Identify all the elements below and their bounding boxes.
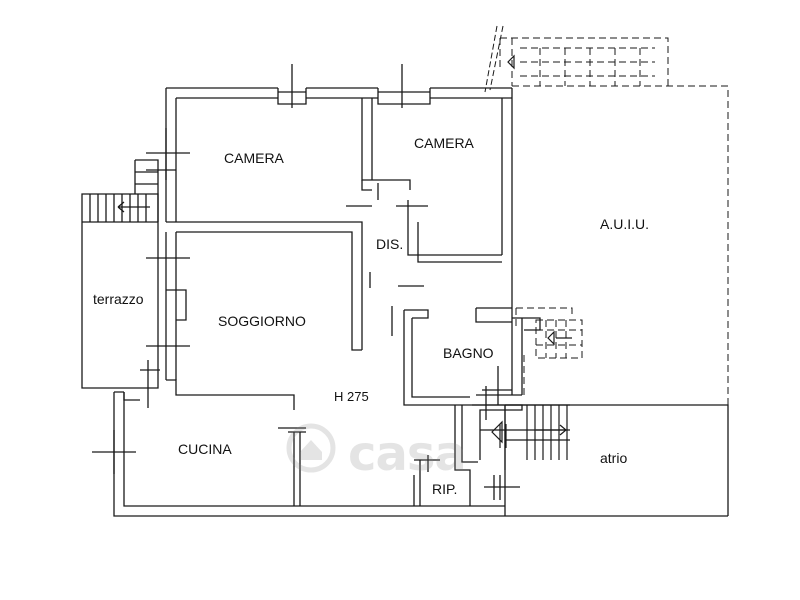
stairs bbox=[472, 54, 572, 470]
openings bbox=[92, 64, 520, 500]
watermark: casa bbox=[262, 422, 512, 492]
room-label-camera-right: CAMERA bbox=[414, 135, 474, 151]
watermark-text: casa bbox=[348, 426, 467, 482]
room-label-terrazzo: terrazzo bbox=[93, 291, 144, 307]
terrazzo-outline bbox=[81, 159, 159, 389]
room-label-camera-left: CAMERA bbox=[224, 150, 284, 166]
room-label-dis: DIS. bbox=[376, 236, 404, 252]
room-label-bagno: BAGNO bbox=[443, 345, 494, 361]
room-label-atrio: atrio bbox=[600, 450, 628, 466]
room-label-rip: RIP. bbox=[432, 481, 458, 497]
watermark-logo bbox=[286, 423, 336, 473]
room-label-cucina: CUCINA bbox=[178, 441, 232, 457]
stair-dash bbox=[484, 25, 504, 93]
auiu-dashed bbox=[499, 37, 729, 405]
room-label-soggiorno: SOGGIORNO bbox=[218, 313, 306, 329]
room-label-auiu: A.U.I.U. bbox=[600, 216, 650, 232]
ceiling-height-label: H 275 bbox=[334, 389, 369, 404]
